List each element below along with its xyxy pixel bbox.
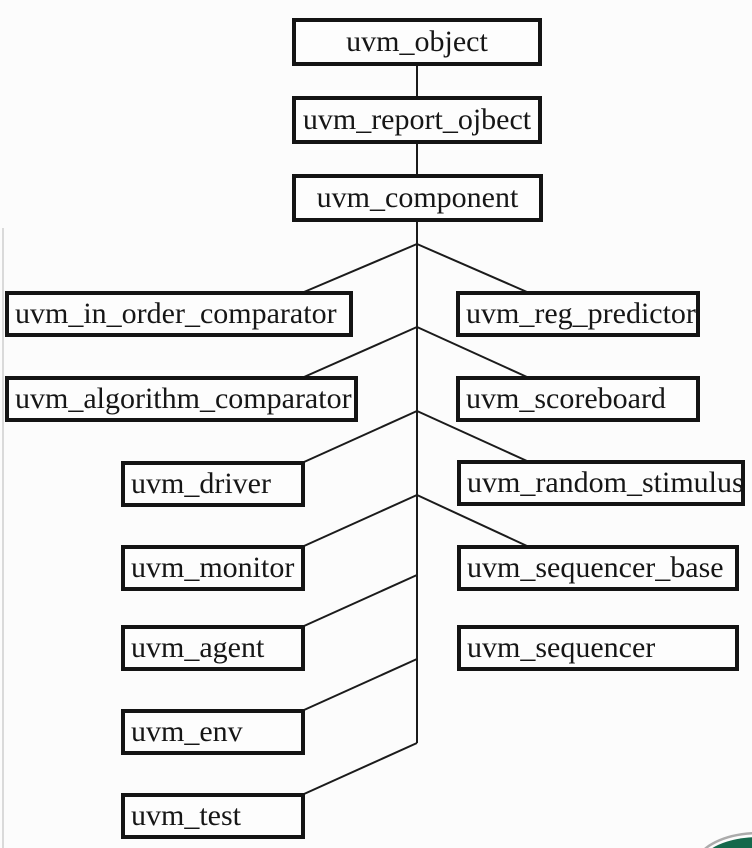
edge-uvm_component-uvm_agent	[303, 574, 418, 627]
node-uvm-scoreboard: uvm_scoreboard	[456, 376, 700, 422]
edge-uvm_component-uvm_reg_predictor	[416, 243, 528, 293]
node-label: uvm_test	[131, 799, 241, 832]
node-label: uvm_random_stimulus	[467, 466, 744, 499]
edge-uvm_component-uvm_algorithm_comparator	[303, 326, 418, 378]
node-uvm-test: uvm_test	[121, 793, 305, 839]
green-circle-logo	[704, 832, 752, 848]
node-uvm-sequencer-base: uvm_sequencer_base	[457, 545, 739, 591]
node-uvm-driver: uvm_driver	[121, 461, 305, 507]
node-label: uvm_in_order_comparator	[15, 297, 337, 330]
node-label: uvm_env	[131, 715, 243, 748]
edge-uvm_component-uvm_sequencer_base	[416, 494, 528, 547]
node-uvm-algorithm-comparator: uvm_algorithm_comparator	[5, 376, 358, 422]
node-label: uvm_reg_predictor	[466, 297, 696, 330]
node-uvm-object: uvm_object	[292, 18, 542, 66]
edge-uvm_component-uvm_in_order_comparator	[303, 243, 418, 293]
node-uvm-component: uvm_component	[292, 174, 543, 222]
node-uvm-in-order-comparator: uvm_in_order_comparator	[5, 291, 353, 337]
node-label: uvm_object	[346, 25, 488, 58]
node-label: uvm_algorithm_comparator	[15, 382, 352, 415]
node-label: uvm_scoreboard	[466, 382, 666, 415]
node-uvm-sequencer: uvm_sequencer	[457, 625, 739, 671]
node-label: uvm_sequencer	[467, 631, 656, 664]
frame-edge-artifact	[2, 228, 4, 848]
node-label: uvm_driver	[131, 467, 271, 500]
node-uvm-reg-predictor: uvm_reg_predictor	[456, 291, 700, 337]
node-uvm-monitor: uvm_monitor	[121, 545, 305, 591]
node-uvm-env: uvm_env	[121, 709, 305, 755]
edge-uvm_component-uvm_random_stimulus	[416, 410, 528, 462]
node-label: uvm_component	[316, 181, 519, 214]
edge-uvm_component-uvm_scoreboard	[416, 326, 528, 378]
node-label: uvm_monitor	[131, 551, 295, 584]
node-label: uvm_agent	[131, 631, 265, 664]
node-uvm-random-stimulus: uvm_random_stimulus	[457, 460, 745, 506]
edge-uvm_component-uvm_driver	[303, 410, 418, 463]
node-uvm-agent: uvm_agent	[121, 625, 305, 671]
edge-uvm_component-uvm_env	[303, 658, 418, 711]
node-uvm-report-ojbect: uvm_report_ojbect	[292, 96, 542, 144]
edge-uvm_component-uvm_monitor	[303, 494, 418, 547]
logo-disc	[712, 837, 752, 848]
edge-uvm_component-uvm_test	[303, 742, 418, 795]
node-label: uvm_report_ojbect	[302, 103, 532, 136]
node-label: uvm_sequencer_base	[467, 551, 724, 584]
